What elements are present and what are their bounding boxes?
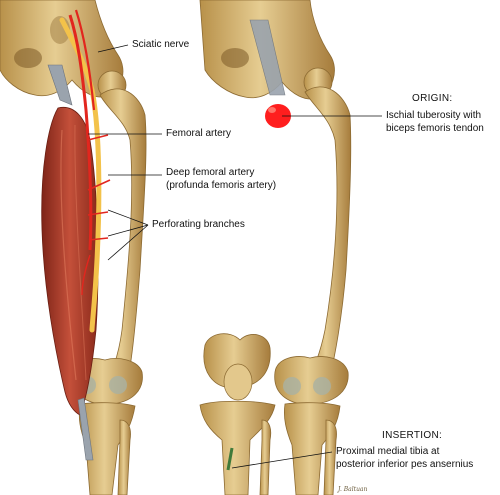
label-sciatic-nerve: Sciatic nerve	[132, 39, 190, 50]
biceps-femoris-muscle	[41, 64, 99, 461]
right-pelvis	[199, 0, 335, 100]
insertion-header: INSERTION:	[382, 430, 443, 441]
label-perforating-branches: Perforating branches	[152, 219, 245, 230]
origin-line1: Ischial tuberosity with	[386, 110, 482, 121]
origin-line2: biceps femoris tendon	[386, 123, 484, 134]
arteries	[68, 9, 111, 296]
label-femoral-artery: Femoral artery	[166, 128, 232, 139]
artist-signature: J. Baltuan	[338, 486, 368, 493]
center-knee	[199, 333, 276, 495]
origin-header: ORIGIN:	[412, 93, 453, 104]
right-tibia-fibula	[226, 402, 341, 495]
label-deep-femoral-line1: Deep femoral artery	[166, 167, 255, 178]
leader-lines	[88, 44, 382, 469]
right-femur	[274, 67, 352, 405]
label-deep-femoral-line2: (profunda femoris artery)	[166, 180, 277, 191]
origin-highlight	[265, 104, 291, 128]
left-tibia-fibula	[78, 402, 136, 495]
insertion-line2: posterior inferior pes ansernius	[336, 459, 474, 470]
insertion-line1: Proximal medial tibia at	[336, 446, 440, 457]
